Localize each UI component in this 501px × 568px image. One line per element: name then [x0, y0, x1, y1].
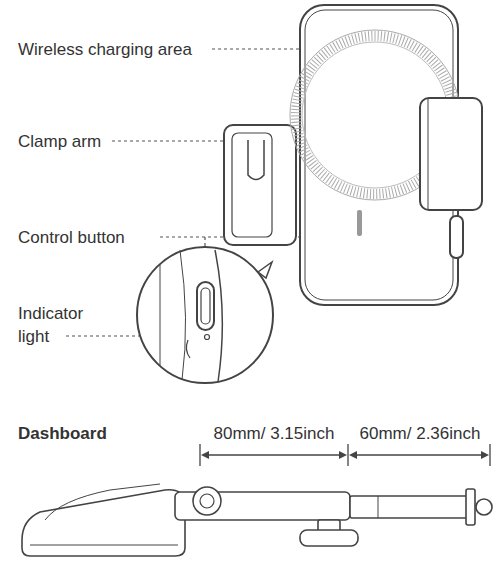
section-heading: Dashboard: [18, 422, 107, 445]
part-label: Wireless charging area: [18, 38, 192, 61]
dimension-label: 80mm/ 3.15inch: [214, 422, 335, 445]
dimension-lines: [200, 444, 490, 466]
part-label: Indicator light: [18, 302, 100, 348]
part-label: Clamp arm: [18, 130, 101, 153]
part-label: Control button: [18, 226, 125, 249]
phone-holder: [137, 5, 482, 383]
dimension-label: 60mm/ 2.36inch: [360, 422, 481, 445]
dashboard-mount: [22, 484, 492, 556]
